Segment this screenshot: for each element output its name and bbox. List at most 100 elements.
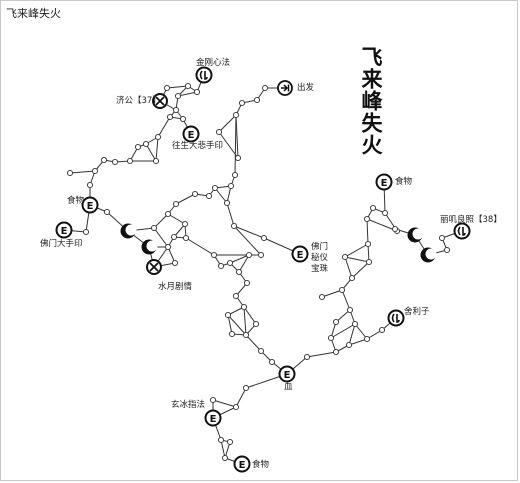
route-edge — [344, 256, 370, 263]
route-edge — [344, 256, 353, 279]
waypoint-dot — [166, 113, 174, 121]
node-crescent4[interactable] — [420, 247, 437, 263]
waypoint-dot — [217, 262, 225, 270]
node-crescent3[interactable] — [407, 227, 424, 243]
route-edge — [167, 213, 186, 225]
route-edge — [354, 323, 368, 340]
waypoint-dot — [346, 306, 354, 314]
waypoint-dot — [100, 156, 108, 164]
node-fomen-miyi[interactable]: E 佛门秘仪宝珠 — [291, 241, 329, 274]
waypoint-dot — [351, 320, 359, 328]
route-edge — [341, 289, 351, 311]
waypoint-dot — [184, 82, 192, 90]
node-food1[interactable]: E食物 — [67, 195, 99, 214]
waypoint-dot — [391, 225, 399, 233]
waypoint-dot — [338, 286, 346, 294]
route-edge — [153, 213, 169, 229]
waypoint-dot — [182, 234, 190, 242]
node-jigong[interactable]: 济公【37】 — [116, 93, 168, 109]
waypoint-dot — [243, 279, 251, 287]
lantern-item-icon — [387, 309, 405, 327]
route-edge — [177, 91, 198, 97]
event-e-icon: E — [284, 370, 291, 381]
waypoint-dot — [238, 99, 246, 107]
waypoint-dot — [171, 259, 179, 267]
route-edge — [348, 323, 356, 346]
waypoint-dot — [163, 84, 171, 92]
route-edge — [227, 314, 233, 335]
event-e-icon: E — [210, 414, 217, 425]
node-xue[interactable]: E血 — [278, 365, 296, 393]
waypoint-dot — [245, 251, 253, 259]
route-edge — [227, 314, 247, 336]
route-edge — [69, 170, 96, 174]
node-crescent1[interactable] — [120, 223, 137, 239]
waypoint-dot — [232, 403, 240, 411]
node-lihui[interactable]: 丽叽良照【38】 — [440, 214, 502, 240]
waypoint-dot — [378, 326, 386, 334]
event-e-icon: E — [61, 226, 68, 237]
route-edge — [344, 243, 369, 258]
waypoint-dot — [261, 84, 269, 92]
waypoint-dot — [226, 438, 234, 446]
lantern-item-icon — [453, 222, 471, 240]
route-edge — [233, 225, 265, 239]
node-label: 血 — [284, 381, 293, 392]
node-label: 食物 — [252, 459, 270, 470]
route-edge — [234, 114, 237, 176]
waypoint-dot — [257, 347, 265, 355]
waypoint-dot — [252, 320, 260, 328]
node-shuiyue[interactable]: 水月剧情 — [146, 259, 193, 292]
route-edge — [243, 306, 257, 325]
waypoint-dot — [242, 331, 250, 339]
waypoint-dot — [260, 234, 268, 242]
waypoint-dot — [332, 318, 340, 326]
waypoint-dot — [381, 209, 389, 217]
waypoint-dot — [217, 436, 225, 444]
route-edge — [235, 387, 247, 408]
waypoint-dot — [438, 234, 446, 242]
node-label: 食物 — [395, 176, 413, 187]
route-edge — [218, 131, 239, 159]
node-label: 出发 — [297, 82, 315, 93]
route-edge — [330, 323, 356, 339]
waypoint-dot — [126, 157, 134, 165]
route-edge — [218, 114, 237, 133]
route-edge — [233, 225, 262, 256]
waypoint-dot — [103, 208, 111, 216]
waypoint-dot — [205, 192, 213, 200]
route-edge — [348, 338, 368, 346]
waypoint-dot — [232, 111, 240, 119]
waypoint-dot — [227, 182, 235, 190]
event-e-icon: E — [297, 250, 304, 261]
node-label: 佛门秘仪宝珠 — [311, 241, 329, 274]
node-label: 丽叽良照【38】 — [440, 214, 502, 225]
route-edge — [157, 116, 171, 138]
waypoint-dot — [341, 253, 349, 261]
node-jiangang[interactable]: 金刚心法 — [195, 57, 230, 84]
waypoint-dot — [348, 274, 356, 282]
route-edge — [366, 218, 369, 245]
waypoint-dot — [363, 215, 371, 223]
node-crescent2[interactable] — [141, 239, 158, 255]
waypoint-dot — [303, 353, 311, 361]
route-edges — [63, 74, 463, 465]
waypoint-dot — [209, 396, 217, 404]
node-label: 金刚心法 — [196, 57, 230, 68]
route-edge — [220, 439, 226, 459]
node-chufa[interactable]: 出发 — [277, 80, 315, 96]
node-sheli[interactable]: 舍利子 — [387, 306, 431, 327]
waypoint-dot — [369, 204, 377, 212]
waypoint-dot — [226, 259, 234, 267]
route-edge — [155, 136, 159, 162]
waypoint-dot — [154, 133, 162, 141]
waypoint-dot — [443, 246, 451, 254]
waypoint-dot — [221, 454, 229, 462]
